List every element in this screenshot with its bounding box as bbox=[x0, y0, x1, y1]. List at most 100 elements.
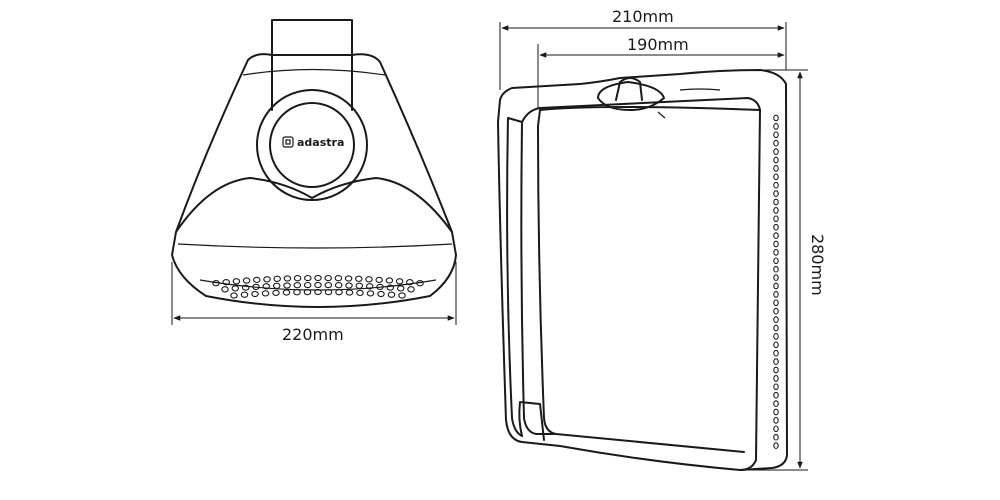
vent-hole bbox=[366, 290, 375, 297]
vent-hole bbox=[773, 265, 779, 273]
vent-hole bbox=[773, 299, 779, 307]
vent-hole bbox=[773, 291, 779, 298]
front-width-dimension: 220mm bbox=[171, 262, 457, 344]
vent-hole bbox=[773, 257, 779, 265]
side-bottom-foot bbox=[518, 401, 545, 441]
vent-hole bbox=[406, 279, 414, 286]
vent-hole bbox=[365, 283, 374, 290]
depth-label: 210mm bbox=[612, 7, 674, 26]
vent-hole bbox=[773, 349, 779, 357]
side-back-plate bbox=[499, 69, 788, 471]
vent-hole bbox=[263, 276, 271, 283]
vent-hole bbox=[356, 289, 364, 297]
brand-logo: adastra bbox=[282, 136, 344, 149]
vent-hole bbox=[314, 281, 322, 289]
vent-hole bbox=[773, 433, 779, 441]
vent-hole bbox=[355, 275, 363, 282]
vent-hole bbox=[230, 292, 238, 299]
vent-hole bbox=[407, 286, 415, 293]
front-panel-edge bbox=[177, 243, 453, 249]
vent-hole bbox=[335, 289, 343, 296]
vent-hole bbox=[398, 292, 406, 299]
vent-hole bbox=[773, 181, 779, 189]
vent-hole bbox=[773, 425, 779, 433]
front-lower-lip bbox=[199, 279, 437, 291]
vent-hole bbox=[773, 131, 779, 139]
vent-hole bbox=[773, 333, 779, 340]
vent-hole bbox=[773, 223, 779, 231]
vent-hole bbox=[395, 278, 404, 285]
vent-hole bbox=[773, 232, 779, 239]
front-body-outline bbox=[171, 53, 457, 308]
vent-hole bbox=[376, 283, 384, 291]
vent-hole bbox=[773, 274, 779, 281]
vent-hole bbox=[773, 391, 779, 399]
vent-hole bbox=[303, 288, 312, 296]
vent-hole bbox=[251, 290, 259, 298]
vent-hole bbox=[773, 408, 779, 416]
height-label: 280mm bbox=[808, 234, 827, 296]
vent-hole bbox=[252, 283, 260, 291]
vent-hole bbox=[773, 341, 779, 349]
vent-hole bbox=[375, 276, 383, 284]
vent-hole bbox=[334, 282, 343, 289]
vent-hole bbox=[773, 148, 779, 155]
inner-depth-label: 190mm bbox=[627, 35, 689, 54]
vent-hole bbox=[212, 280, 220, 287]
vent-hole bbox=[773, 383, 779, 391]
mount-knob bbox=[597, 77, 721, 119]
vent-hole bbox=[773, 173, 779, 181]
vent-hole bbox=[314, 274, 322, 282]
vent-hole bbox=[355, 282, 364, 289]
side-body-outline bbox=[497, 97, 761, 471]
vent-hole bbox=[773, 240, 779, 248]
vent-hole bbox=[232, 278, 241, 285]
vent-hole bbox=[344, 275, 353, 282]
vent-hole bbox=[283, 275, 292, 282]
vent-hole bbox=[293, 282, 302, 289]
vent-hole bbox=[231, 285, 240, 292]
vent-hole bbox=[396, 285, 405, 292]
vent-hole bbox=[773, 190, 779, 197]
vent-hole bbox=[365, 276, 373, 283]
vent-hole bbox=[773, 307, 779, 315]
vent-hole bbox=[416, 280, 424, 287]
vent-hole bbox=[242, 277, 251, 284]
vent-hole bbox=[773, 366, 779, 374]
side-front-edge bbox=[506, 117, 557, 437]
vent-hole bbox=[773, 123, 779, 130]
vent-hole bbox=[773, 375, 779, 382]
vent-hole bbox=[773, 215, 779, 223]
vent-hole bbox=[387, 291, 396, 298]
vent-hole bbox=[334, 275, 343, 282]
front-view: adastra bbox=[171, 19, 457, 308]
vent-hole bbox=[385, 277, 394, 284]
vent-hole bbox=[314, 288, 322, 296]
vent-hole bbox=[773, 139, 779, 147]
side-view bbox=[497, 69, 788, 471]
vent-hole bbox=[293, 289, 301, 296]
vent-hole bbox=[221, 286, 229, 293]
vent-hole bbox=[222, 279, 230, 286]
vent-hole bbox=[282, 289, 291, 296]
logo-ring-outer bbox=[256, 89, 368, 201]
width-label: 220mm bbox=[282, 325, 344, 344]
height-dimension: 280mm bbox=[742, 69, 827, 471]
side-vent-holes bbox=[773, 114, 779, 449]
vent-hole bbox=[773, 114, 779, 122]
inner-depth-dimension: 190mm bbox=[537, 35, 787, 108]
vent-hole bbox=[377, 290, 385, 298]
vent-hole bbox=[345, 282, 353, 289]
vent-hole bbox=[773, 249, 779, 256]
vent-hole bbox=[773, 282, 779, 290]
vent-hole bbox=[773, 324, 779, 332]
vent-hole bbox=[293, 275, 302, 282]
vent-hole bbox=[262, 283, 271, 290]
vent-hole bbox=[386, 284, 395, 291]
vent-hole bbox=[261, 290, 270, 297]
logo-ring-inner bbox=[269, 102, 355, 188]
vent-hole bbox=[324, 288, 333, 296]
front-grille-panel bbox=[175, 177, 453, 233]
